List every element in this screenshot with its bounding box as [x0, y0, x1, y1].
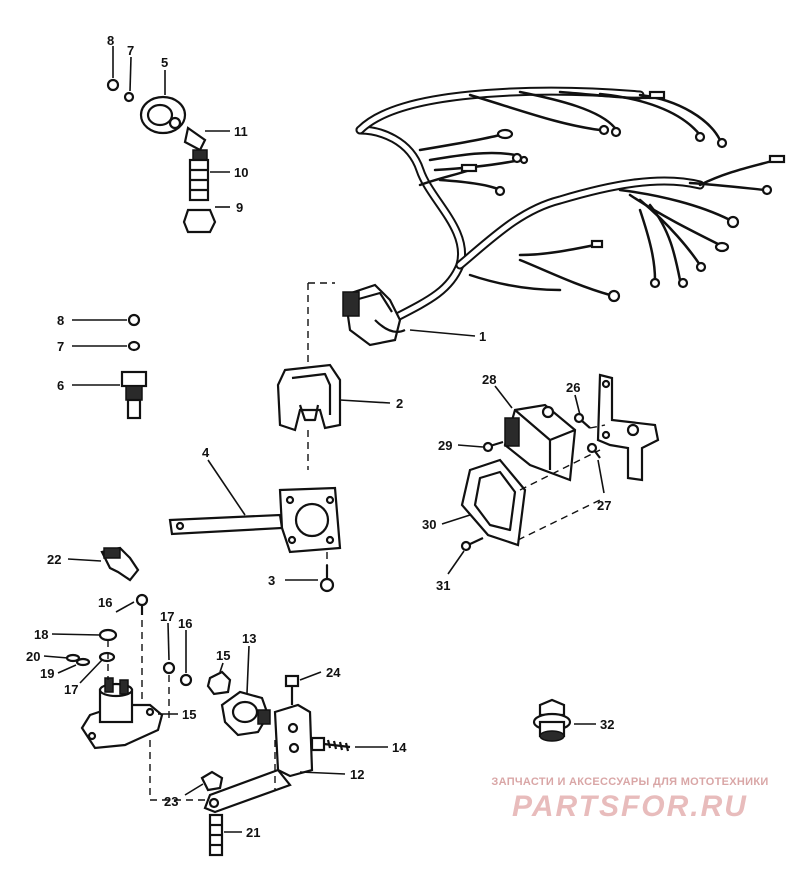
callout-2: 2: [396, 396, 403, 411]
callout-26: 26: [566, 380, 580, 395]
callout-27: 27: [597, 498, 611, 513]
callout-12: 12: [350, 767, 364, 782]
ignition-module-assembly: [460, 373, 660, 552]
callout-22: 21: [246, 825, 260, 840]
callout-17-left: 17: [64, 682, 78, 697]
mounting-bracket: [168, 486, 342, 554]
callout-16-left: 16: [98, 595, 112, 610]
callout-15-mid: 15: [216, 648, 230, 663]
callout-6: 6: [57, 378, 64, 393]
callout-7-top: 7: [127, 43, 134, 58]
callout-1: 1: [479, 329, 486, 344]
connector-boot: [276, 363, 342, 432]
callout-8-mid: 8: [57, 313, 64, 328]
callout-21: 22: [47, 552, 61, 567]
callout-23: 23: [164, 794, 178, 809]
callout-17-mid: 17: [160, 609, 174, 624]
callout-11: 11: [234, 124, 248, 139]
callout-7-mid: 7: [57, 339, 64, 354]
relay-bracket-assembly: [162, 661, 351, 857]
callout-30: 30: [422, 517, 436, 532]
callout-9: 9: [236, 200, 243, 215]
callout-13: 13: [242, 631, 256, 646]
callout-31: 31: [436, 578, 450, 593]
callout-8-top: 8: [107, 33, 114, 48]
screw-3: [319, 552, 335, 593]
callout-20: 20: [26, 649, 40, 664]
pressure-switch-32: [532, 698, 572, 742]
callout-5: 5: [161, 55, 168, 70]
callout-15-bottom: 15: [182, 707, 196, 722]
wiring-harness: [342, 86, 786, 347]
callout-3: 3: [268, 573, 275, 588]
clip-21: [100, 546, 140, 582]
callout-24: 24: [326, 665, 341, 680]
callout-18: 18: [34, 627, 48, 642]
starter-solenoid-assembly: [65, 593, 164, 750]
callout-28: 28: [482, 372, 496, 387]
callout-16-mid: 16: [178, 616, 192, 631]
callout-14: 14: [392, 740, 407, 755]
callout-10: 10: [234, 165, 248, 180]
callout-32: 32: [600, 717, 614, 732]
callout-4: 4: [202, 445, 210, 460]
callout-19: 19: [40, 666, 54, 681]
callout-29: 29: [438, 438, 452, 453]
oil-pressure-sender: [120, 313, 148, 420]
temperature-sender-assembly: [106, 78, 217, 234]
